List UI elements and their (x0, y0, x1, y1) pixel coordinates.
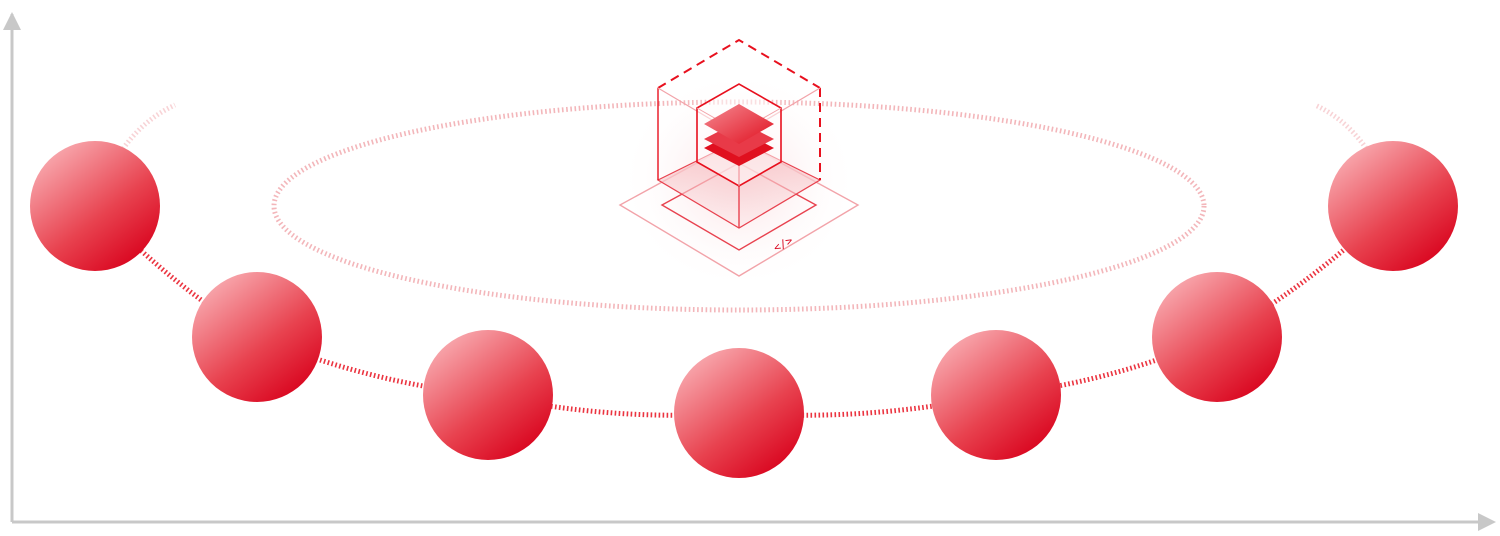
layer-1 (704, 104, 774, 144)
y-axis-arrow-icon (3, 12, 21, 30)
outer-cube-top (657, 38, 821, 89)
node-3 (423, 330, 553, 460)
node-5 (931, 330, 1061, 460)
x-axis-arrow-icon (1478, 513, 1496, 531)
node-1 (30, 141, 160, 271)
stacked-layers-cube-icon: </> (618, 38, 860, 290)
nodes (30, 141, 1458, 478)
node-7 (1328, 141, 1458, 271)
node-6 (1152, 272, 1282, 402)
node-4 (674, 348, 804, 478)
node-2 (192, 272, 322, 402)
